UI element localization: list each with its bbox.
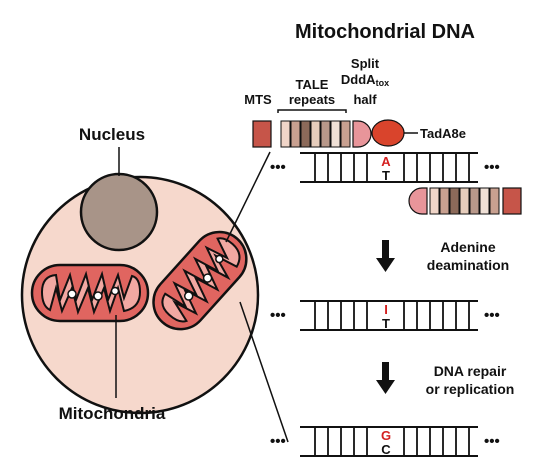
zoom-line-top (225, 151, 271, 243)
dna-duplex-1 (300, 152, 478, 183)
tale-bracket (277, 109, 347, 113)
diagram-title: Mitochondrial DNA (295, 21, 475, 43)
dna-duplex-2 (300, 300, 478, 331)
split-label-line2: DddAtox (341, 72, 389, 88)
mitochondria-label: Mitochondria (59, 404, 166, 423)
tada8e-label: TadA8e (420, 126, 466, 141)
tale-label-line1: TALE (296, 77, 329, 92)
arrow-down-icon (376, 240, 395, 272)
dna2-left-dots: ••• (270, 307, 286, 324)
nucleus-label: Nucleus (79, 125, 145, 144)
editor-construct-top (252, 119, 418, 148)
ddda-half-bottom (408, 187, 428, 215)
mts-label: MTS (244, 92, 272, 107)
dna3-top-base: G (381, 428, 391, 443)
tada8e-shape (371, 119, 405, 147)
dna1-right-dots: ••• (484, 159, 500, 176)
dna1-left-dots: ••• (270, 159, 286, 176)
dna1-top-base: A (381, 154, 391, 169)
ddda-half-top (352, 120, 372, 148)
dna1-bottom-base: T (382, 168, 390, 183)
dna2-right-dots: ••• (484, 307, 500, 324)
cell (20, 147, 289, 443)
tale-label-line2: repeats (289, 92, 335, 107)
mitochondrion-right (152, 230, 248, 331)
step1-label-line1: Adenine (440, 239, 495, 255)
dna-duplex-3 (300, 426, 478, 457)
step2-label-line1: DNA repair (434, 363, 507, 379)
nucleus-shape (79, 172, 159, 252)
dna3-right-dots: ••• (484, 433, 500, 450)
dna3-left-dots: ••• (270, 433, 286, 450)
mts-block (252, 120, 272, 148)
split-label-line1: Split (351, 56, 380, 71)
step1-label-line2: deamination (427, 257, 509, 273)
dna2-top-base: I (384, 302, 388, 317)
step2-label-line2: or replication (426, 381, 515, 397)
dna2-bottom-base: T (382, 316, 390, 331)
zoom-line-bottom (239, 301, 289, 443)
mitochondrion-left (30, 263, 150, 323)
dna3-bottom-base: C (381, 442, 391, 457)
split-label-line3: half (353, 92, 377, 107)
arrow-down-icon (376, 362, 395, 394)
editor-construct-bottom (408, 187, 522, 215)
mts-block-bottom (502, 187, 522, 215)
